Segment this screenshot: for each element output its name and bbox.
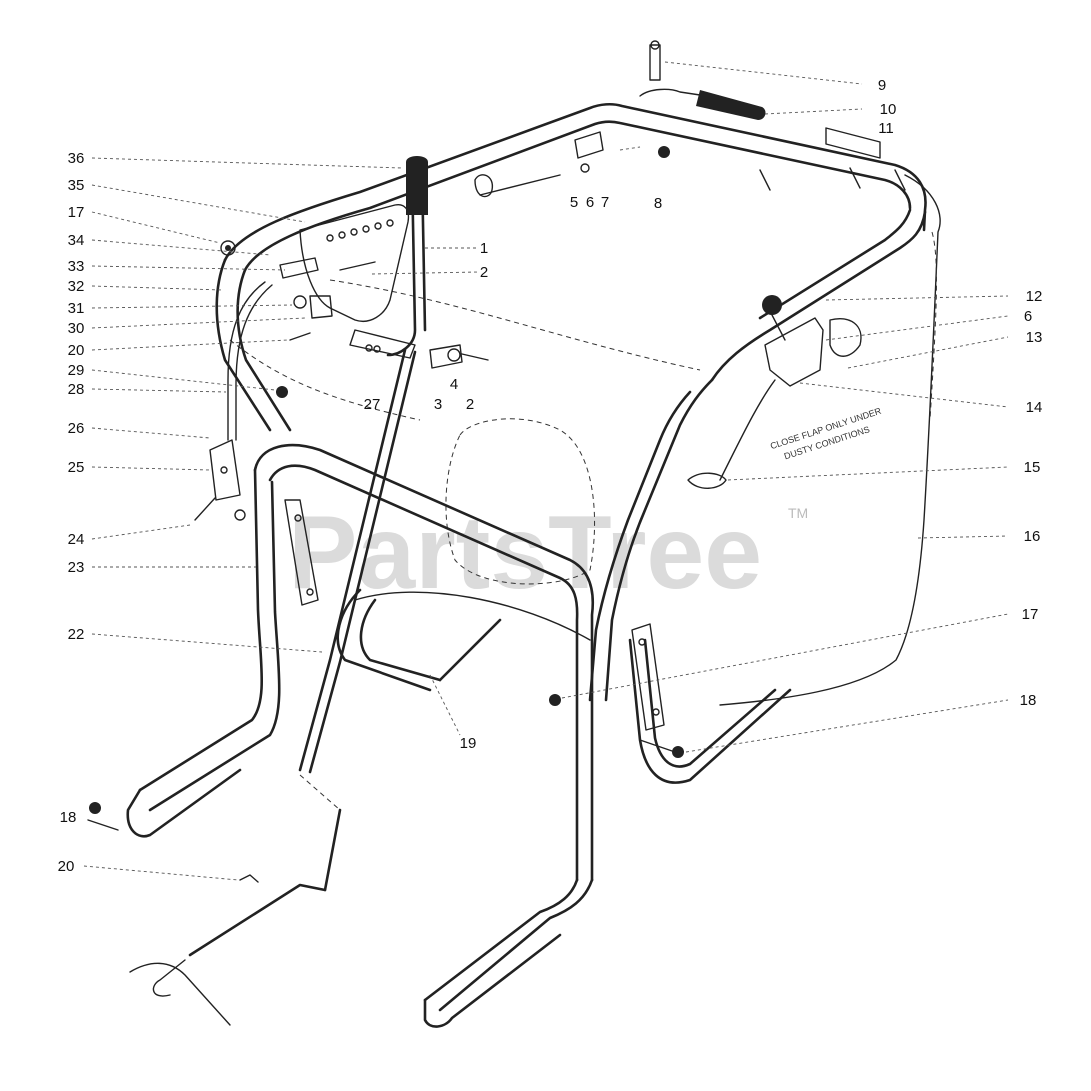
warning-decal: CLOSE FLAP ONLY UNDER DUSTY CONDITIONS [769, 406, 883, 462]
callout-11: 11 [878, 120, 894, 137]
callouts: 9 10 11 36 35 17 34 33 32 31 30 20 29 28… [58, 77, 1043, 875]
leader-lines [83, 61, 1009, 881]
callout-18-left: 18 [60, 809, 77, 826]
callout-30: 30 [68, 320, 85, 337]
callout-13: 13 [1026, 329, 1043, 346]
callout-2-lower: 2 [466, 396, 474, 413]
callout-3: 3 [434, 396, 442, 413]
callout-25: 25 [68, 459, 85, 476]
callout-15: 15 [1024, 459, 1041, 476]
callout-23: 23 [68, 559, 85, 576]
callout-35: 35 [68, 177, 85, 194]
shift-lever-assembly [129, 156, 428, 1026]
callout-16: 16 [1024, 528, 1041, 545]
callout-1: 1 [480, 240, 488, 257]
callout-17-right: 17 [1022, 606, 1039, 623]
callout-8: 8 [654, 195, 662, 212]
hardware [87, 174, 727, 883]
callout-24: 24 [68, 531, 85, 548]
callout-7: 7 [601, 194, 609, 211]
callout-22: 22 [68, 626, 85, 643]
top-grip [574, 40, 881, 173]
callout-6-right: 6 [1024, 308, 1032, 325]
callout-33: 33 [68, 258, 85, 275]
callout-4: 4 [450, 376, 458, 393]
callout-2-upper: 2 [480, 264, 488, 281]
control-knob [762, 295, 782, 315]
callout-14: 14 [1026, 399, 1043, 416]
callout-19: 19 [460, 735, 477, 752]
callout-17-left: 17 [68, 204, 85, 221]
callout-28: 28 [68, 381, 85, 398]
callout-34: 34 [68, 232, 85, 249]
callout-12: 12 [1026, 288, 1043, 305]
callout-36: 36 [68, 150, 85, 167]
callout-9: 9 [878, 77, 886, 94]
callout-6-top: 6 [586, 194, 594, 211]
upper-handle-frame [215, 102, 927, 702]
watermark-tm: TM [788, 505, 808, 521]
grass-bag [229, 174, 941, 706]
callout-20-lower: 20 [58, 858, 75, 875]
watermark-text: PartsTree [288, 495, 762, 611]
callout-31: 31 [68, 300, 85, 317]
callout-18-right: 18 [1020, 692, 1037, 709]
callout-20-upper: 20 [68, 342, 85, 359]
callout-29: 29 [68, 362, 85, 379]
callout-27: 27 [364, 396, 381, 413]
callout-10: 10 [880, 101, 897, 118]
lower-handle-frame [126, 443, 792, 1028]
grip-handle [696, 90, 766, 120]
callout-26: 26 [68, 420, 85, 437]
cable [227, 174, 561, 441]
mounting-plates [209, 439, 665, 731]
control-box [719, 295, 862, 481]
callout-32: 32 [68, 278, 85, 295]
shift-lever-grip [406, 156, 428, 215]
callout-5: 5 [570, 194, 578, 211]
